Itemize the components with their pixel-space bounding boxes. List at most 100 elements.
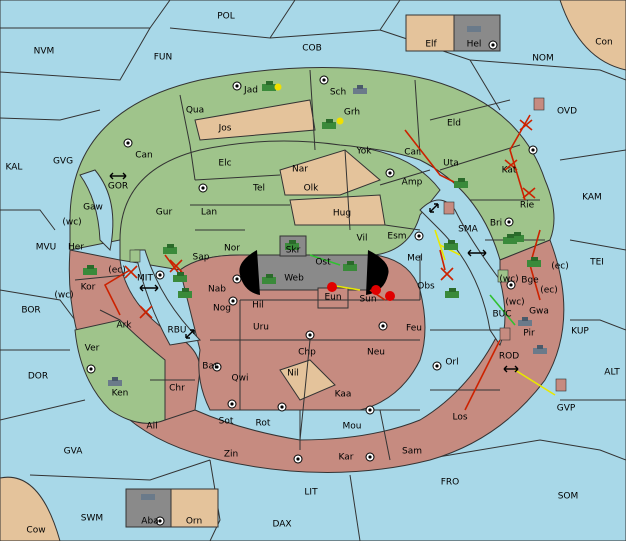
supply-center-icon (232, 274, 242, 284)
ship-unit-icon (533, 345, 547, 354)
sea-label: DOR (28, 372, 48, 382)
province-label: Elf (425, 40, 437, 50)
tank-unit-icon (262, 274, 276, 284)
province-label: Ark (116, 321, 132, 331)
province-label: Olk (304, 184, 320, 194)
sea-label: GVA (64, 447, 84, 457)
sea-label: KAM (582, 193, 602, 203)
province-label: Gaw (83, 203, 103, 213)
province-label: Orl (445, 358, 458, 368)
ship-unit-icon (499, 327, 511, 341)
province-label: Tel (252, 184, 265, 194)
land-olk[interactable] (279, 149, 381, 196)
sea-label: LIT (304, 488, 318, 498)
province-label: Nab (208, 285, 226, 295)
supply-center-icon (365, 452, 375, 462)
sea-label: BUC (492, 310, 511, 320)
province-label: Eun (324, 293, 341, 303)
tank-unit-icon (454, 178, 468, 188)
province-label: Hil (252, 301, 264, 311)
ship-unit-icon (129, 249, 141, 263)
supply-center-icon (365, 405, 375, 415)
southwest-region[interactable] (74, 319, 166, 424)
coast-label: (wc) (505, 298, 524, 308)
province-label: Esm (387, 232, 406, 242)
tank-unit-icon (322, 119, 336, 129)
land-labels: Jad Sch Qua Grh Jos Eld Car Yok Can Uta … (68, 86, 549, 463)
explosion-icon (327, 282, 337, 292)
supply-centers (86, 40, 538, 526)
strait-arrow-icon (109, 172, 127, 180)
supply-center-icon (319, 75, 329, 85)
strait-arrow-icon (467, 249, 487, 257)
tank-unit-icon (343, 261, 357, 271)
province-label: Ken (112, 389, 129, 399)
province-label: Bri (490, 219, 502, 229)
strait-arrow-icon (503, 365, 519, 373)
tank-unit-icon (527, 257, 541, 267)
province-label: Aba (141, 517, 158, 527)
province-label: Elc (218, 159, 231, 169)
sea-label: GVG (53, 157, 73, 167)
inset-orn[interactable] (170, 488, 219, 528)
province-label: Sam (402, 447, 422, 457)
province-label: Car (404, 148, 420, 158)
strait-arrow-icon (429, 203, 439, 213)
supply-center-icon (488, 40, 498, 50)
impassable-west (239, 250, 260, 295)
sea-label: TEI (589, 258, 604, 268)
impassable-east (366, 250, 389, 295)
explosion-icon (336, 117, 344, 125)
province-label: Cow (26, 526, 45, 536)
tank-unit-icon (173, 272, 187, 282)
sea-label: OVD (557, 107, 577, 117)
sea-label: FUN (154, 53, 173, 63)
supply-center-icon (227, 399, 237, 409)
inset-hel[interactable] (453, 14, 501, 52)
province-label: Nar (292, 165, 308, 175)
ship-unit-icon (497, 269, 509, 283)
ship-unit-icon (518, 317, 532, 326)
channel-gor[interactable] (79, 169, 114, 252)
province-label: Rot (256, 419, 271, 429)
sea-label: NVM (34, 47, 55, 57)
south-ring[interactable] (68, 239, 565, 473)
province-label: Nil (287, 369, 299, 379)
sea-label: GVP (557, 404, 576, 414)
sea-label: SWM (81, 514, 103, 524)
province-label: Skr (286, 246, 301, 256)
land-web[interactable] (254, 254, 371, 291)
province-label: Kar (339, 453, 354, 463)
province-label: Los (452, 413, 467, 423)
coast-label: (ec) (551, 262, 569, 272)
province-label: Feu (406, 324, 422, 334)
inset-elf[interactable] (405, 14, 455, 52)
province-label: Amp (402, 178, 423, 188)
province-label: Zin (224, 450, 238, 460)
supply-center-icon (123, 138, 133, 148)
tank-unit-icon (503, 234, 517, 244)
sea-label: RBU (167, 326, 186, 336)
supply-center-icon (228, 296, 238, 306)
supply-center-icon (506, 280, 516, 290)
strait-arrow-icon (139, 284, 159, 292)
province-label: Bge (521, 276, 539, 286)
coast-label: (wc) (62, 218, 81, 228)
supply-center-icon (414, 231, 424, 241)
channel-mit[interactable] (134, 249, 202, 346)
sea-label: BOR (21, 306, 40, 316)
land-nil[interactable] (279, 359, 336, 401)
coast-label: (ec) (108, 266, 126, 276)
explosion-icon (371, 285, 381, 295)
tank-unit-icon (178, 288, 192, 298)
supply-center-icon (528, 145, 538, 155)
sea-label: POL (217, 12, 235, 22)
inset-labels: Con Cow Elf Hel Aba Orn (26, 38, 612, 536)
province-label: Lan (201, 208, 217, 218)
province-label: Web (284, 274, 304, 284)
land-jos[interactable] (194, 99, 316, 141)
province-label: Bar (202, 362, 218, 372)
ship-unit-icon (533, 97, 545, 111)
province-label: Uta (443, 159, 459, 169)
province-label: Ost (315, 258, 331, 268)
